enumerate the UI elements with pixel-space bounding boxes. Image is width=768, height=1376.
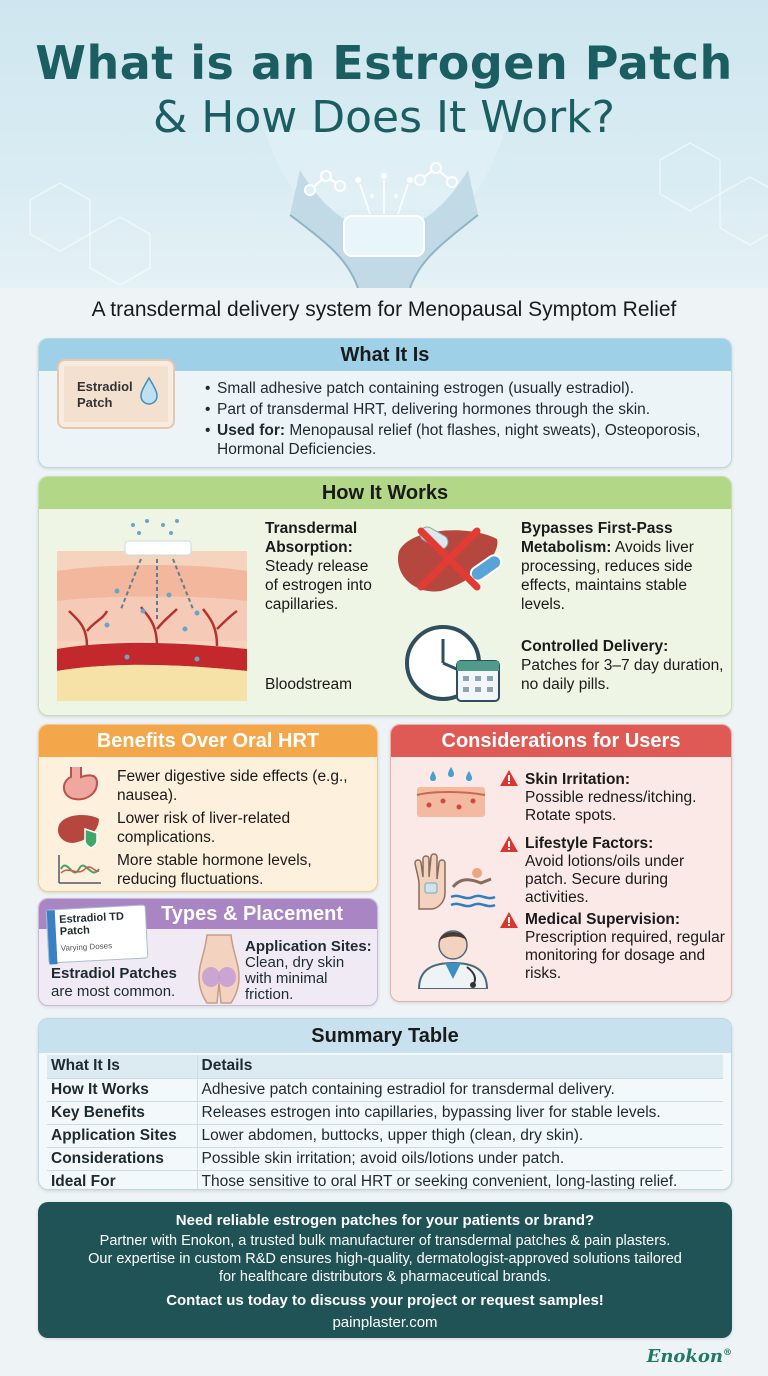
table-cell-value: Possible skin irritation; avoid oils/lot… <box>197 1147 723 1171</box>
medical-supervision-block: Medical Supervision: Prescription requir… <box>525 911 725 983</box>
brand-logo: Enokon® <box>647 1346 732 1367</box>
irritated-skin-icon <box>416 767 486 817</box>
table-cell-value: Releases estrogen into capillaries, bypa… <box>197 1101 723 1125</box>
bypass-block: Bypasses First-Pass Metabolism: Avoids l… <box>521 519 725 614</box>
tagline: A transdermal delivery system for Menopa… <box>91 298 677 321</box>
considerations-heading: Considerations for Users <box>391 725 731 757</box>
abdomen-patch-illustration <box>29 130 768 288</box>
list-item: Part of transdermal HRT, delivering horm… <box>205 400 725 419</box>
liver-crossed-icon <box>398 526 503 592</box>
brand-mark: ® <box>723 1348 732 1358</box>
lifestyle-icon <box>414 853 496 910</box>
hero-banner: What is an Estrogen Patch & How Does It … <box>0 0 768 288</box>
box-small-text: Varying Doses <box>60 941 113 953</box>
bypass-title: Bypasses First-Pass Metabolism: <box>521 520 673 556</box>
clock-calendar-icon <box>405 625 500 702</box>
cta-banner: Need reliable estrogen patches for your … <box>38 1202 732 1338</box>
skin-text: Possible redness/itching. Rotate spots. <box>525 789 697 824</box>
wave-graph-icon <box>58 855 101 884</box>
absorption-title: Transdermal Absorption: <box>265 520 358 556</box>
skin-irritation-block: Skin Irritation: Possible redness/itchin… <box>525 771 725 825</box>
types-card: Types & Placement Estradiol TD Patch Var… <box>38 898 378 1006</box>
used-for-label: Used for: <box>217 422 286 439</box>
sites-text: Clean, dry skin with minimal friction. <box>245 954 345 1003</box>
cta-line: Partner with Enokon, a trusted bulk manu… <box>99 1233 671 1249</box>
considerations-card: Considerations for Users Skin Irritation… <box>390 724 732 1002</box>
benefits-heading: Benefits Over Oral HRT <box>39 725 377 757</box>
patches-note: Estradiol Patches are most common. <box>51 965 177 1001</box>
table-header-row: What It Is Details <box>47 1055 723 1079</box>
controlled-title: Controlled Delivery: <box>521 638 669 655</box>
table-cell-key: Considerations <box>47 1147 198 1171</box>
sites-title: Application Sites: <box>245 938 372 955</box>
what-it-is-card: What It Is Estradiol Patch Small adhesiv… <box>38 338 732 468</box>
table-cell-key: Application Sites <box>47 1124 198 1148</box>
lifestyle-title: Lifestyle Factors: <box>525 835 654 852</box>
warning-icon <box>500 912 518 928</box>
sites-note: Application Sites: Clean, dry skin with … <box>245 939 375 1003</box>
table-cell-key: Ideal For <box>47 1170 198 1189</box>
body-sites-icon <box>198 934 240 1004</box>
estradiol-box-illustration: Estradiol TD Patch Varying Doses <box>45 904 149 965</box>
box-label: Estradiol TD Patch <box>58 910 125 938</box>
cta-headline: Need reliable estrogen patches for your … <box>175 1212 595 1229</box>
patches-title: Estradiol Patches <box>51 965 177 982</box>
skin-title: Skin Irritation: <box>525 771 631 788</box>
table-header-cell: What It Is <box>47 1055 198 1079</box>
benefits-card: Benefits Over Oral HRT Fewer digestive s… <box>38 724 378 892</box>
table-cell-key: How It Works <box>47 1078 198 1102</box>
table-cell-value: Those sensitive to oral HRT or seeking c… <box>197 1170 723 1189</box>
list-item: Used for: Menopausal relief (hot flashes… <box>205 421 725 459</box>
summary-card: Summary Table What It Is Details How It … <box>38 1018 732 1190</box>
absorption-text: Steady release of estrogen into capillar… <box>265 558 372 613</box>
table-cell-key: Key Benefits <box>47 1101 198 1125</box>
bypass-text: Avoids liver processing, reduces side ef… <box>521 539 694 613</box>
cta-contact: Contact us today to discuss your project… <box>166 1292 604 1309</box>
how-it-works-heading: How It Works <box>39 477 731 509</box>
liver-shield-icon <box>57 815 99 849</box>
warning-icon <box>500 770 518 786</box>
patches-text: are most common. <box>51 983 176 1000</box>
how-it-works-card: How It Works Transdermal Absorption: Ste… <box>38 476 732 716</box>
cta-line: Our expertise in custom R&D ensures high… <box>88 1251 682 1267</box>
brand-name: Enokon <box>646 1346 723 1367</box>
table-cell-value: Adhesive patch containing estradiol for … <box>197 1078 723 1102</box>
controlled-block: Controlled Delivery: Patches for 3–7 day… <box>521 637 725 694</box>
table-cell-value: Lower abdomen, buttocks, upper thigh (cl… <box>197 1124 723 1148</box>
estradiol-patch-illustration: Estradiol Patch <box>57 359 175 429</box>
droplet-icon <box>140 376 158 405</box>
warning-icon <box>500 836 518 852</box>
list-item: Small adhesive patch containing estrogen… <box>205 379 725 398</box>
patch-label: Estradiol Patch <box>77 379 133 410</box>
medical-text: Prescription required, regular monitorin… <box>525 929 725 982</box>
stomach-icon <box>63 767 99 801</box>
page-subtitle: & How Does It Work? <box>152 92 616 143</box>
absorption-block: Transdermal Absorption: Steady release o… <box>265 519 375 614</box>
website-link[interactable]: painplaster.com <box>332 1314 438 1331</box>
benefit-item: More stable hormone levels, reducing flu… <box>117 852 312 888</box>
medical-title: Medical Supervision: <box>525 911 681 928</box>
bloodstream-label: Bloodstream <box>265 676 353 693</box>
lifestyle-text: Avoid lotions/oils under patch. Secure d… <box>525 853 685 906</box>
summary-heading: Summary Table <box>39 1019 731 1053</box>
skin-layers-icon <box>57 519 247 701</box>
benefit-item: Fewer digestive side effects (e.g., naus… <box>117 768 348 804</box>
box-stripe <box>46 910 58 965</box>
doctor-icon <box>417 930 489 989</box>
what-it-is-list: Small adhesive patch containing estrogen… <box>205 379 725 461</box>
lifestyle-block: Lifestyle Factors: Avoid lotions/oils un… <box>525 835 725 907</box>
page-title: What is an Estrogen Patch <box>35 36 733 90</box>
cta-line: for healthcare distributors & pharmaceut… <box>218 1269 552 1285</box>
table-header-cell: Details <box>197 1055 723 1079</box>
benefit-item: Lower risk of liver-related complication… <box>117 810 291 846</box>
controlled-text: Patches for 3–7 day duration, no daily p… <box>521 657 724 693</box>
used-for-text: Menopausal relief (hot flashes, night sw… <box>217 422 701 458</box>
